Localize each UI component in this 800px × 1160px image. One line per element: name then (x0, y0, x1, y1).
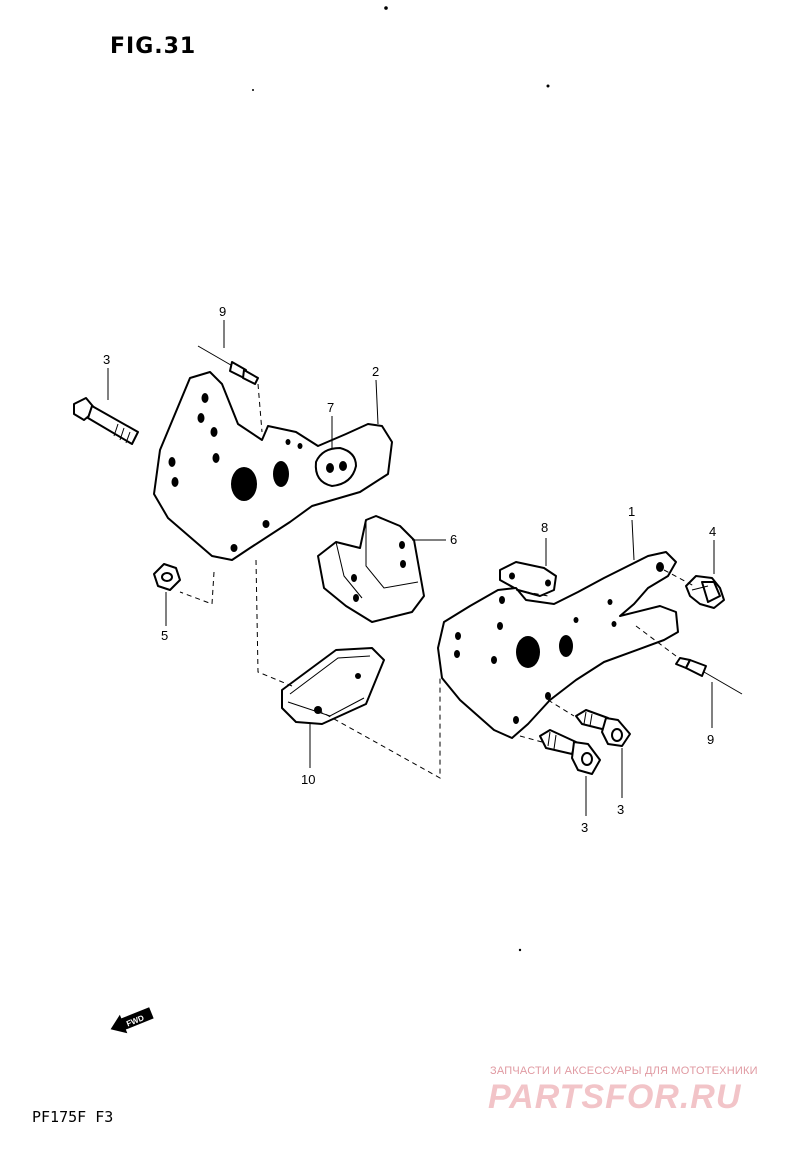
callout-6: 6 (450, 532, 457, 547)
watermark-logo: PARTSFOR.RU (488, 1078, 742, 1116)
scan-dot (546, 84, 550, 88)
leader-line (631, 519, 635, 561)
bolt-upper-left (73, 397, 139, 445)
scan-dot (252, 89, 254, 91)
fwd-label: FWD (125, 1013, 145, 1028)
bolt-lower-right-rear (575, 709, 631, 747)
callout-7: 7 (327, 400, 334, 415)
bracket-plate-right (437, 551, 679, 739)
callout-3-right: 3 (617, 802, 624, 817)
callout-8: 8 (541, 520, 548, 535)
assembly-line (179, 571, 215, 605)
forward-arrow-icon: FWD (110, 1007, 154, 1034)
flange-bolt (685, 575, 725, 609)
watermark-tagline: ЗАПЧАСТИ И АКСЕССУАРЫ ДЛЯ МОТОТЕХНИКИ (490, 1065, 758, 1077)
scan-dot (384, 6, 388, 10)
rivet-pin-upper (197, 345, 259, 385)
callout-4: 4 (709, 524, 716, 539)
bolt-lower-right-front (539, 729, 601, 775)
callout-2: 2 (372, 364, 379, 379)
callout-3-upper: 3 (103, 352, 110, 367)
scan-dot (518, 948, 522, 952)
bracket-plate-left (153, 371, 393, 561)
callout-9-lower: 9 (707, 732, 714, 747)
rubber-mount-u (317, 515, 425, 623)
assembly-line (255, 559, 293, 687)
leader-line (375, 379, 379, 425)
nut (153, 563, 181, 591)
callout-3-lower: 3 (581, 820, 588, 835)
callout-10: 10 (301, 772, 315, 787)
assembly-line (663, 569, 695, 587)
assembly-line (257, 383, 263, 433)
assembly-line (317, 676, 441, 779)
cushion-block (281, 647, 385, 725)
assembly-line (547, 699, 575, 717)
model-code: PF175F F3 (32, 1108, 114, 1126)
rivet-pin-lower (675, 657, 743, 695)
figure-title: FIG.31 (110, 34, 197, 59)
grommet (314, 447, 357, 487)
callout-9-upper: 9 (219, 304, 226, 319)
assembly-line (515, 589, 549, 597)
callout-1: 1 (628, 504, 635, 519)
callout-5: 5 (161, 628, 168, 643)
assembly-line (519, 735, 543, 743)
